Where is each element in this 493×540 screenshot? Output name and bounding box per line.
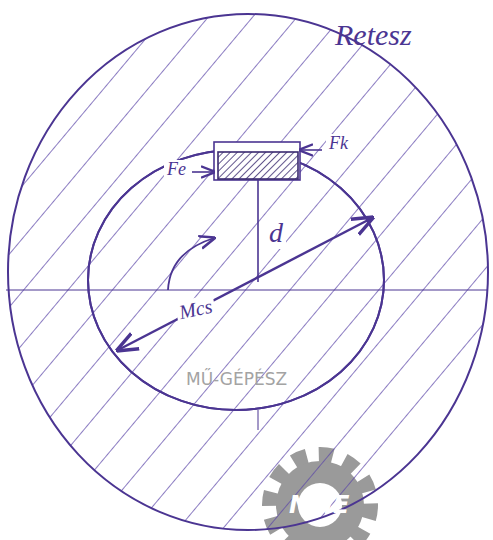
- shaft-section: [88, 150, 384, 410]
- hub-section: [8, 14, 488, 530]
- dimension-label: d: [266, 218, 286, 249]
- force-label: Fk: [326, 134, 351, 154]
- watermark-logo-text: NME: [289, 492, 349, 518]
- diameter-arrow: [118, 218, 372, 350]
- force-label: Fe: [164, 160, 189, 180]
- watermark: MŰ-GÉPÉSZ: [186, 370, 287, 389]
- key-section: [218, 152, 298, 179]
- torque-arrow: [168, 238, 214, 290]
- part-name: Retesz: [335, 18, 412, 51]
